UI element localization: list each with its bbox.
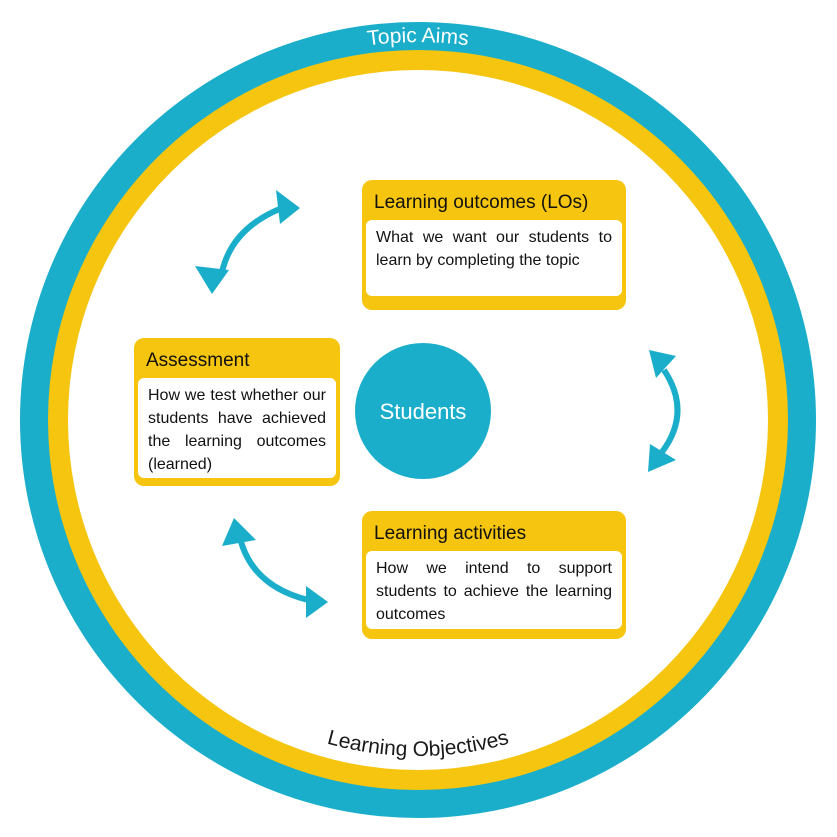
- assessment-box: Assessment How we test whether our stude…: [134, 338, 340, 486]
- students-circle: [355, 343, 491, 479]
- learning-outcomes-description: What we want our students to learn by co…: [366, 220, 622, 296]
- learning-outcomes-box: Learning outcomes (LOs) What we want our…: [362, 180, 626, 310]
- learning-activities-description: How we intend to support students to ach…: [366, 551, 622, 629]
- assessment-description: How we test whether our students have ac…: [138, 378, 336, 478]
- double-arrow-icon: [648, 350, 681, 472]
- learning-outcomes-title: Learning outcomes (LOs): [374, 192, 589, 213]
- outer-ring-label: Topic Aims: [366, 24, 470, 50]
- assessment-title: Assessment: [146, 350, 250, 371]
- learning-activities-box: Learning activities How we intend to sup…: [362, 511, 626, 639]
- double-arrow-icon: [195, 190, 300, 294]
- double-arrow-icon: [222, 518, 328, 618]
- students-label: Students: [380, 399, 467, 424]
- learning-activities-title: Learning activities: [374, 523, 527, 544]
